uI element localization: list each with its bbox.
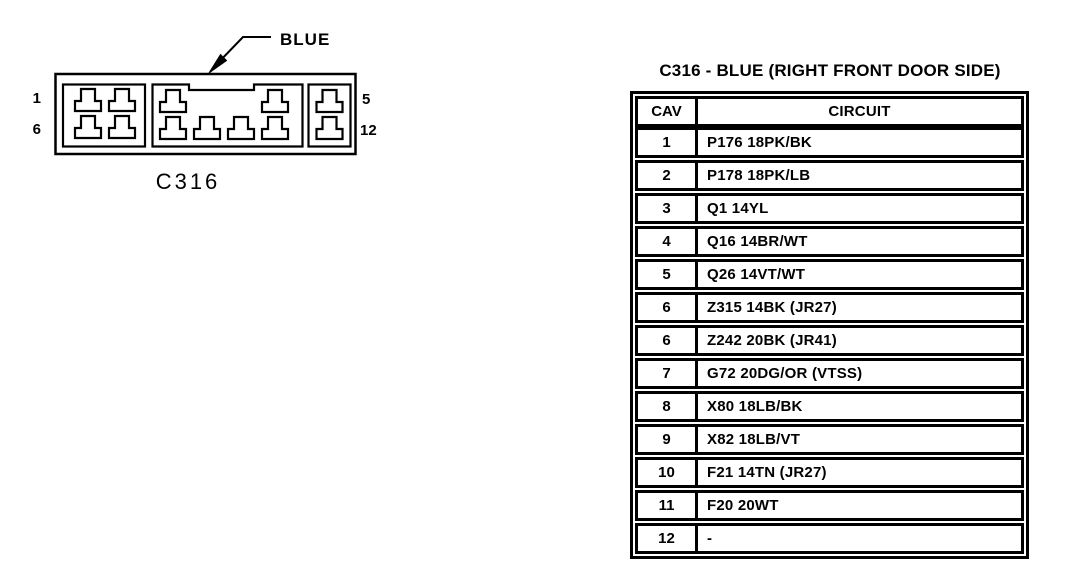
table-row: 8 X80 18LB/BK (635, 391, 1024, 422)
callout-arrowhead-icon (208, 53, 228, 74)
pinout-table-section: C316 - BLUE (RIGHT FRONT DOOR SIDE) CAV … (630, 62, 1030, 559)
table-row: 9 X82 18LB/VT (635, 424, 1024, 455)
table-row: 4 Q16 14BR/WT (635, 226, 1024, 257)
connector-cavity-block-left (61, 83, 147, 148)
circuit-cell: F20 20WT (707, 497, 779, 514)
pin-terminal (260, 115, 290, 141)
circuit-cell: - (707, 530, 713, 547)
pin-label-top-left: 1 (33, 90, 41, 107)
table-row: 3 Q1 14YL (635, 193, 1024, 224)
table-row: 12- (635, 523, 1024, 554)
table-row: 1 P176 18PK/BK (635, 127, 1024, 158)
connector-cavity-block-middle (151, 83, 304, 148)
table-row: 5 Q26 14VT/WT (635, 259, 1024, 290)
pin-label-bottom-left: 6 (33, 121, 41, 138)
connector-cavity-block-right (307, 83, 352, 148)
pin-terminal (192, 115, 222, 141)
cav-cell: 4 (638, 229, 698, 254)
cav-cell: 10 (638, 460, 698, 485)
cav-cell: 2 (638, 163, 698, 188)
pin-label-bottom-right: 12 (360, 122, 377, 139)
connector-body-outline (54, 72, 357, 156)
pin-terminal (260, 88, 290, 114)
circuit-cell: X80 18LB/BK (707, 398, 803, 415)
callout-leader-line (215, 36, 271, 66)
cav-cell: 11 (638, 493, 698, 518)
cav-cell: 9 (638, 427, 698, 452)
table-row: 2 P178 18PK/LB (635, 160, 1024, 191)
table-title: C316 - BLUE (RIGHT FRONT DOOR SIDE) (659, 61, 1001, 80)
connector-diagram: BLUE 1 6 5 12 C316 (33, 30, 377, 194)
pin-terminal (158, 88, 188, 114)
pin-terminal (107, 114, 137, 140)
circuit-cell: Z315 14BK (JR27) (707, 299, 837, 316)
circuit-cell: Q1 14YL (707, 200, 769, 217)
circuit-cell: F21 14TN (JR27) (707, 464, 827, 481)
pin-terminal (226, 115, 256, 141)
cav-cell: 6 (638, 328, 698, 353)
circuit-column-header: CIRCUIT (828, 103, 891, 120)
circuit-cell: G72 20DG/OR (VTSS) (707, 365, 863, 382)
cav-cell: 7 (638, 361, 698, 386)
pin-terminal (315, 88, 344, 114)
table-row: 6 Z242 20BK (JR41) (635, 325, 1024, 356)
pin-terminal (315, 115, 344, 141)
cav-cell: 3 (638, 196, 698, 221)
table-row: 7 G72 20DG/OR (VTSS) (635, 358, 1024, 389)
circuit-cell: P178 18PK/LB (707, 167, 811, 184)
pin-terminal (73, 87, 103, 113)
connector-name-label: C316 (156, 169, 221, 194)
cav-column-header: CAV (638, 99, 698, 124)
table-header-row: CAV CIRCUIT (635, 96, 1024, 127)
circuit-cell: Q26 14VT/WT (707, 266, 806, 283)
table-row: 11 F20 20WT (635, 490, 1024, 521)
cav-cell: 6 (638, 295, 698, 320)
pin-terminal (158, 115, 188, 141)
circuit-cell: Q16 14BR/WT (707, 233, 808, 250)
cav-cell: 8 (638, 394, 698, 419)
pinout-table-body: 1 P176 18PK/BK 2 P178 18PK/LB 3 Q1 14YL 4 Q16 1… (635, 127, 1024, 554)
pin-terminal (107, 87, 137, 113)
circuit-cell: X82 18LB/VT (707, 431, 801, 448)
cav-cell: 5 (638, 262, 698, 287)
pin-label-top-right: 5 (362, 91, 370, 108)
circuit-cell: P176 18PK/BK (707, 134, 812, 151)
table-row: 6 Z315 14BK (JR27) (635, 292, 1024, 323)
table-row: 10 F21 14TN (JR27) (635, 457, 1024, 488)
cav-cell: 12 (638, 526, 698, 551)
circuit-cell: Z242 20BK (JR41) (707, 332, 837, 349)
pin-terminal (73, 114, 103, 140)
cav-cell: 1 (638, 130, 698, 155)
connector-color-callout: BLUE (280, 30, 330, 49)
